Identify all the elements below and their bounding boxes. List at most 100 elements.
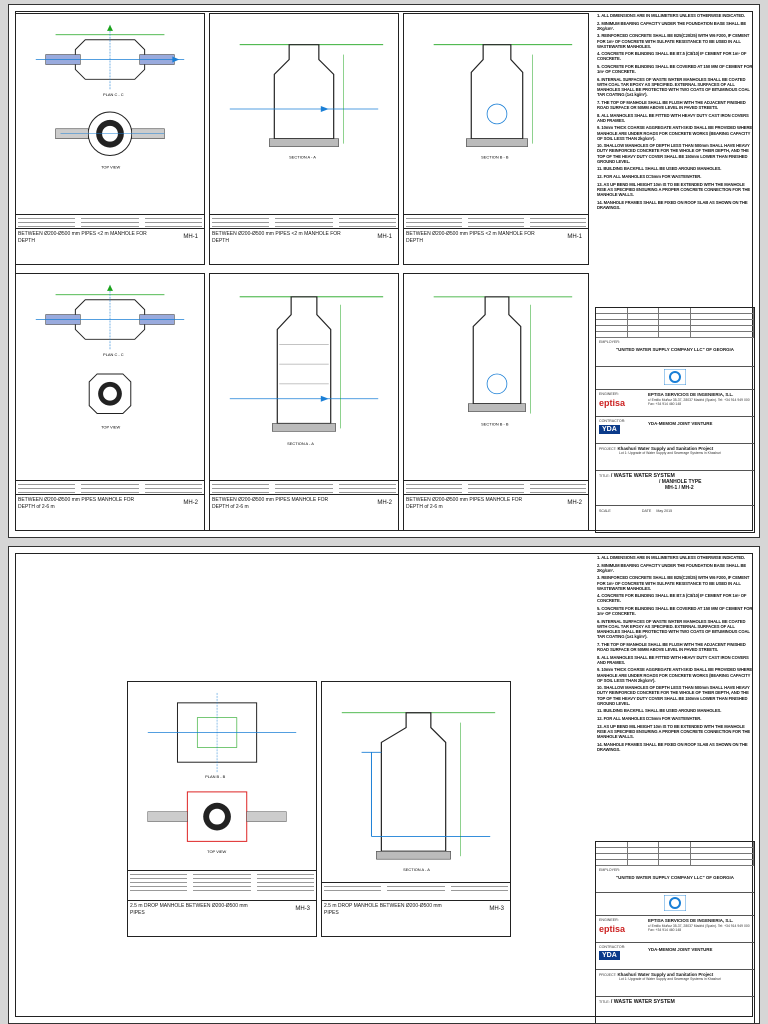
panel-title: BETWEEN Ø200-Ø500 mm PIPES <2 m MANHOLE …: [210, 228, 398, 267]
panel-mh3-section: SECTION A - A 2.5 m DROP MANHOLE BETWEEN…: [321, 681, 511, 937]
top-view-label: TOP VIEW: [207, 849, 226, 854]
panel-description: BETWEEN Ø200-Ø500 mm PIPES <2 m MANHOLE …: [212, 231, 341, 244]
panel-description: 2.5 m DROP MANHOLE BETWEEN Ø200-Ø500 mm …: [324, 903, 442, 916]
panel-title: BETWEEN Ø200-Ø500 mm PIPES MANHOLE FOR D…: [210, 494, 398, 533]
section-b-drawing: SECTION B - B: [433, 44, 573, 159]
project-block: PROJECT: Khashuri Water Supply and Sanit…: [596, 444, 754, 471]
plan-drawing: PLAN B - B TOP VIEW: [147, 692, 297, 854]
note-item: 13. AS UP BEND MIL HEIGHT 10m IS TO BE E…: [597, 723, 751, 739]
note-item: 6. INTERNAL SURFACES OF WASTE WATER MANH…: [597, 618, 750, 640]
employer-logo-block: [596, 893, 754, 916]
note-item: 8. ALL MANHOLES SHALL BE FITTED WITH HEA…: [597, 654, 749, 665]
note-item: 7. THE TOP OF MANHOLE SHALL BE FLUSH WIT…: [597, 99, 746, 110]
panel-mh2-section-b: SECTION B - B BETWEEN Ø200-Ø500 mm PIPES…: [403, 273, 589, 531]
contractor-block: CONTRACTOR: YDA YDA-MEMOM JOINT VENTURE: [596, 417, 754, 444]
panel-code: MH-2: [377, 500, 392, 506]
engineer-block: ENGINEER: eptisa EPTISA SERVICIOS DE ING…: [596, 916, 754, 943]
employer-block: EMPLOYER: "UNITED WATER SUPPLY COMPANY L…: [596, 866, 754, 893]
note-item: 4. CONCRETE FOR BLINDING SHALL BE B7.5 (…: [597, 593, 747, 604]
note-item: 10. SHALLOW MANHOLES OF DEPTH LESS THAN …: [597, 143, 750, 164]
note-item: 8. ALL MANHOLES SHALL BE FITTED WITH HEA…: [597, 112, 749, 123]
section-label: SECTION A - A: [287, 441, 314, 446]
panel-code: MH-2: [183, 500, 198, 506]
title-label: TITLE:: [599, 474, 610, 478]
panel-code: MH-1: [377, 234, 392, 240]
panel-mh2-plan: PLAN C - C TOP VIEW BETWEEN Ø200-Ø500 mm…: [15, 273, 205, 531]
panel-mh1-section-a: SECTION A - A BETWEEN Ø200-Ø500 mm PIPES…: [209, 13, 399, 265]
note-item: 14. MANHOLE FRAMES SHALL BE FIXED ON ROO…: [597, 199, 748, 210]
contractor-name: YDA-MEMOM JOINT VENTURE: [648, 421, 713, 426]
employer-logo-block: [596, 367, 754, 390]
panel-description: BETWEEN Ø200-Ø500 mm PIPES <2 m MANHOLE …: [406, 231, 535, 244]
title-label: TITLE:: [599, 1000, 610, 1004]
employer-name: "UNITED WATER SUPPLY COMPANY LLC" OF GEO…: [616, 347, 734, 352]
note-item: 3. REINFORCED CONCRETE SHALL BE B25(C20/…: [597, 33, 750, 49]
general-notes: 1. ALL DIMENSIONS ARE IN MILLIMETERS UNL…: [597, 13, 755, 212]
plan-label: PLAN C - C: [103, 92, 124, 97]
employer-name: "UNITED WATER SUPPLY COMPANY LLC" OF GEO…: [616, 875, 734, 880]
title-sub: / MANHOLE TYPE: [659, 479, 702, 485]
panel-title: BETWEEN Ø200-Ø500 mm PIPES MANHOLE FOR D…: [404, 494, 588, 533]
panel-description: BETWEEN Ø200-Ø500 mm PIPES MANHOLE FOR D…: [18, 497, 135, 510]
employer-label: EMPLOYER:: [599, 868, 620, 872]
section-a-drawing: SECTION A - A: [229, 296, 384, 446]
note-item: 12. FOR ALL MANHOLES D=5mm FOR WASTEWATE…: [597, 173, 702, 179]
project-name: Khashuri Water Supply and Sanitation Pro…: [617, 446, 714, 451]
note-item: 3. REINFORCED CONCRETE SHALL BE B25(C20/…: [597, 575, 750, 591]
engineer-logo: eptisa: [599, 924, 626, 934]
legend-block: [210, 214, 398, 227]
section-drawing: SECTION A - A: [341, 712, 496, 872]
uwsc-logo-icon: [663, 368, 687, 386]
plan-label: PLAN C - C: [103, 352, 124, 357]
plan-drawing: PLAN C - C TOP VIEW: [35, 284, 185, 429]
note-item: 9. 10mm THICK COARSE AGGREGATE ANTI-SKID…: [597, 125, 753, 141]
plan-label: PLAN B - B: [205, 774, 226, 779]
engineer-address: c/ Emilio Muñoz 35-37, 28037 Madrid (Spa…: [648, 924, 750, 932]
note-item: 4. CONCRETE FOR BLINDING SHALL BE B7.5 (…: [597, 51, 747, 62]
section-label: SECTION B - B: [481, 421, 509, 426]
drawing-title-block: TITLE: / WASTE WATER SYSTEM / MANHOLE TY…: [596, 471, 754, 506]
top-view-label: TOP VIEW: [101, 424, 120, 429]
legend-block: [16, 214, 204, 227]
panel-code: MH-1: [183, 234, 198, 240]
legend-block: [16, 480, 204, 493]
panel-description: BETWEEN Ø200-Ø500 mm PIPES <2 m MANHOLE …: [18, 231, 147, 244]
project-block: PROJECT: Khashuri Water Supply and Sanit…: [596, 970, 754, 997]
legend-block: [210, 480, 398, 493]
note-item: 10. SHALLOW MANHOLES OF DEPTH LESS THAN …: [597, 685, 750, 706]
note-item: 5. CONCRETE FOR BLINDING SHALL BE COVERE…: [597, 606, 753, 617]
panel-mh1-plan: PLAN C - C TOP VIEW BETWEEN Ø200-Ø500 mm…: [15, 13, 205, 265]
drawing-sheet-1: PLAN C - C TOP VIEW BETWEEN Ø200-Ø500 mm…: [8, 4, 760, 538]
panel-mh1-section-b: SECTION B - B BETWEEN Ø200-Ø500 mm PIPES…: [403, 13, 589, 265]
panel-code: MH-3: [295, 906, 310, 912]
title-main: / WASTE WATER SYSTEM: [610, 473, 675, 479]
panel-title: BETWEEN Ø200-Ø500 mm PIPES <2 m MANHOLE …: [404, 228, 588, 267]
scale-date-block: SCALE DATE May 2015: [596, 506, 754, 528]
engineer-address: c/ Emilio Muñoz 35-37, 28037 Madrid (Spa…: [648, 398, 750, 406]
legend-block: [404, 480, 588, 493]
sheet-frame: [15, 553, 753, 1017]
project-lot: Lot 1: Upgrade of Water Supply and Sewer…: [619, 977, 722, 981]
note-item: 9. 10mm THICK COARSE AGGREGATE ANTI-SKID…: [597, 667, 753, 683]
panel-code: MH-2: [567, 500, 582, 506]
note-item: 5. CONCRETE FOR BLINDING SHALL BE COVERE…: [597, 64, 753, 75]
date-value: May 2015: [656, 509, 673, 513]
project-lot: Lot 1: Upgrade of Water Supply and Sewer…: [619, 451, 722, 455]
section-label: SECTION B - B: [481, 154, 509, 159]
note-item: 2. MINIMUM BEARING CAPACITY UNDER THE FO…: [597, 562, 747, 573]
panel-code: MH-3: [489, 906, 504, 912]
legend-block: [322, 882, 510, 891]
drawing-title-block: TITLE: / WASTE WATER SYSTEM: [596, 997, 754, 1021]
note-item: 13. AS UP BEND MIL HEIGHT 10m IS TO BE E…: [597, 181, 751, 197]
panel-title: 2.5 m DROP MANHOLE BETWEEN Ø200-Ø500 mm …: [322, 900, 510, 939]
date-label: DATE: [641, 509, 652, 513]
revision-table: [596, 842, 754, 866]
note-item: 1. ALL DIMENSIONS ARE IN MILLIMETERS UNL…: [597, 555, 746, 560]
section-b-drawing: SECTION B - B: [433, 296, 573, 426]
engineer-label: ENGINEER:: [599, 392, 619, 396]
revision-table: [596, 308, 754, 338]
employer-label: EMPLOYER:: [599, 340, 620, 344]
panel-title: BETWEEN Ø200-Ø500 mm PIPES <2 m MANHOLE …: [16, 228, 204, 267]
note-item: 12. FOR ALL MANHOLES D=5mm FOR WASTEWATE…: [597, 715, 702, 721]
engineer-name: EPTISA SERVICIOS DE INGENIERIA, S.L.: [648, 392, 734, 397]
